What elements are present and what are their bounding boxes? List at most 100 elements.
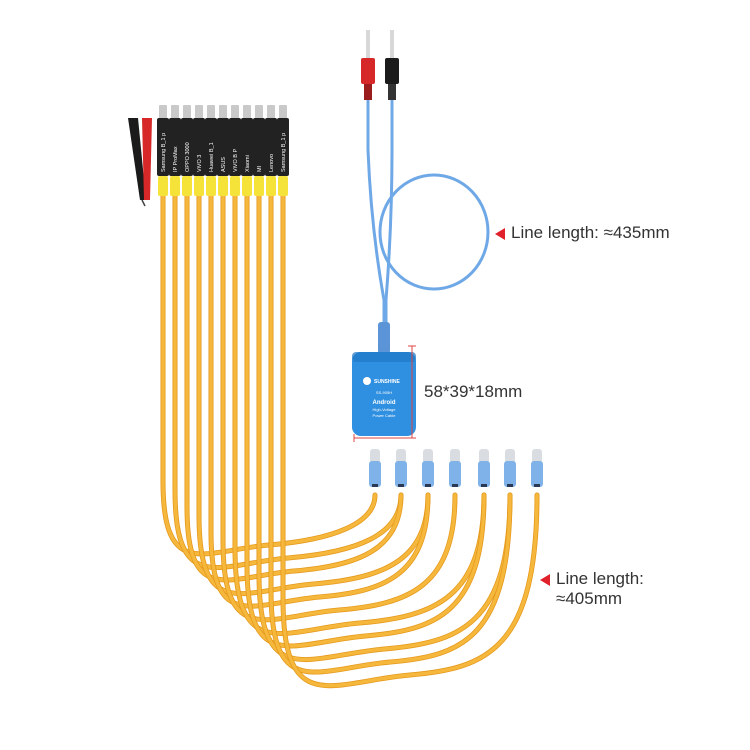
black-banana-plug	[385, 58, 399, 84]
plug-body	[157, 118, 169, 176]
blue-cable-loop	[378, 173, 490, 291]
usb-c-housing	[449, 461, 461, 487]
power-module: SUNSHINE SS-905H Android High-Voltage Po…	[352, 345, 416, 442]
usb-c-marker	[481, 484, 487, 487]
usb-c-tip	[396, 449, 406, 463]
module-subtitle-2: Power Cable	[373, 413, 397, 418]
plug-body	[217, 118, 229, 176]
yellow-cable	[185, 193, 403, 582]
plug-body	[169, 118, 181, 176]
usb-c-marker	[452, 484, 458, 487]
yellow-cable-length-text-2: ≈405mm	[556, 589, 623, 608]
plug-body	[205, 118, 217, 176]
banana-pin	[390, 30, 394, 60]
plug-tip	[267, 105, 275, 119]
red-alligator-clip	[142, 118, 152, 200]
connector-label: Huawei B_1	[209, 142, 215, 172]
plug-tip	[207, 105, 215, 119]
usb-c-marker	[425, 484, 431, 487]
module-model: SS-905H	[376, 390, 392, 395]
black-alligator-clip	[128, 118, 146, 200]
yellow-cable	[173, 193, 403, 570]
black-plug-boot	[388, 84, 396, 100]
plug-tip	[255, 105, 263, 119]
usb-c-tip	[532, 449, 542, 463]
module-dimensions-callout: 58*39*18mm	[424, 382, 523, 401]
connector-label: Samsung B_1 p	[161, 133, 167, 172]
yellow-cable	[233, 193, 486, 636]
module-body	[352, 352, 416, 436]
plug-tip	[183, 105, 191, 119]
plug-tip	[159, 105, 167, 119]
plug-body	[253, 118, 265, 176]
usb-c-marker	[534, 484, 540, 487]
left-connector-heads: Samsung B_1 p IP ProMax OPPO 3000 ViVO 3 Hua…	[128, 105, 289, 207]
yellow-cable-length-text-1: Line length:	[556, 569, 644, 588]
plug-body	[265, 118, 277, 176]
usb-c-marker	[507, 484, 513, 487]
plug-body	[229, 118, 241, 176]
plug-tip	[231, 105, 239, 119]
blue-cable-length-callout: Line length: ≈435mm	[495, 223, 670, 243]
usb-c-tip	[479, 449, 489, 463]
connector-label: MI	[257, 165, 263, 172]
usb-c-tip	[370, 449, 380, 463]
sunshine-logo	[363, 377, 371, 385]
blue-cable-length-text: Line length: ≈435mm	[511, 223, 670, 242]
plug-sleeve	[170, 176, 180, 196]
clip-lead	[141, 199, 146, 207]
usb-c-housing	[395, 461, 407, 487]
connector-label: Lenovo	[269, 154, 275, 172]
banana-pin	[366, 30, 370, 60]
yellow-cable	[221, 193, 457, 622]
blue-power-cable	[361, 30, 490, 354]
plug-body	[181, 118, 193, 176]
connector-label: ViVO 3	[197, 155, 203, 172]
module-top-edge	[352, 352, 416, 362]
plug-tip	[279, 105, 287, 119]
usb-c-tip	[505, 449, 515, 463]
usb-c-connectors	[369, 449, 543, 487]
usb-c-housing	[531, 461, 543, 487]
usb-c-housing	[369, 461, 381, 487]
plug-body	[277, 118, 289, 176]
connector-label: ViVO B P	[233, 149, 239, 172]
connector-label: Xiaomi	[245, 155, 251, 172]
plug-tip	[195, 105, 203, 119]
blue-cable-strain-relief	[378, 322, 390, 354]
connector-label: Samsung B_1 p	[281, 133, 287, 172]
plug-sleeve	[278, 176, 288, 196]
plug-sleeve	[266, 176, 276, 196]
red-banana-plug	[361, 58, 375, 84]
red-plug-boot	[364, 84, 372, 100]
yellow-cable	[209, 193, 430, 608]
usb-c-tip	[450, 449, 460, 463]
blue-cable-black-lead	[384, 100, 394, 340]
module-subtitle-1: High-Voltage	[373, 407, 397, 412]
usb-c-marker	[398, 484, 404, 487]
connector-label: OPPO 3000	[185, 142, 191, 172]
blue-cable-red-lead	[366, 100, 386, 340]
module-brand: SUNSHINE	[374, 379, 401, 385]
plug-body	[241, 118, 253, 176]
red-arrow-icon	[540, 573, 550, 586]
connector-label: ASUS	[221, 157, 227, 172]
plug-sleeve	[254, 176, 264, 196]
yellow-cable-bundle	[160, 192, 540, 689]
plug-sleeve	[242, 176, 252, 196]
usb-c-housing	[504, 461, 516, 487]
yellow-cable	[269, 193, 512, 674]
plug-sleeve	[230, 176, 240, 196]
yellow-cable	[257, 193, 512, 662]
usb-c-housing	[422, 461, 434, 487]
module-title: Android	[373, 400, 396, 406]
plug-sleeve	[194, 176, 204, 196]
usb-c-housing	[478, 461, 490, 487]
connector-label: IP ProMax	[173, 146, 179, 172]
plug-tip	[171, 105, 179, 119]
plug-sleeve	[182, 176, 192, 196]
plug-body	[193, 118, 205, 176]
yellow-cable	[245, 193, 486, 648]
plug-sleeve	[218, 176, 228, 196]
